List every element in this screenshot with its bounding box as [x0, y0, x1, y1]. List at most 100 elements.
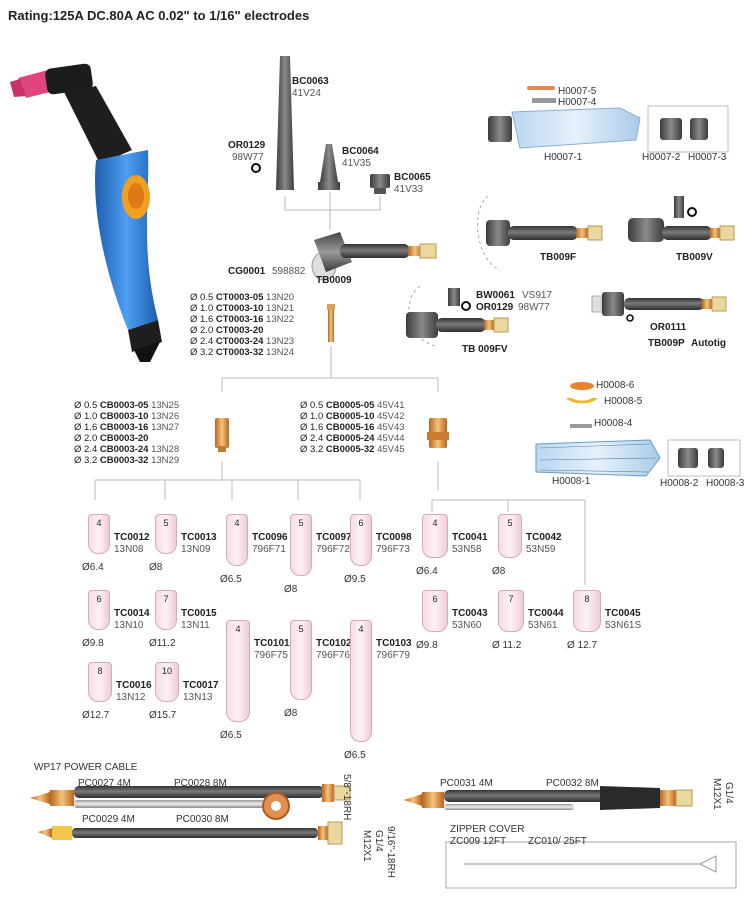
cup-code: TC0013 [181, 532, 217, 543]
cup-size-number: 10 [161, 666, 172, 676]
bc0065-code: BC0065 [394, 172, 431, 183]
tb009p-illustration [591, 292, 727, 322]
cup-code: TC0016 [116, 680, 152, 691]
cup-code: TC0098 [376, 532, 412, 543]
part-code: CB0005-16 [325, 422, 378, 433]
nozzle-cup: 7 [498, 590, 524, 632]
cup-sub: 796F71 [252, 544, 286, 555]
cup-code: TC0096 [252, 532, 288, 543]
cup-code: TC0044 [528, 608, 564, 619]
collet-row: Ø 3.2 CT0003-32 13N24 [190, 347, 294, 358]
collet-body-illustration [215, 418, 229, 452]
zipper-b: ZC010/ 25FT [528, 836, 587, 847]
bc0064-sub: 41V35 [342, 158, 371, 169]
tb009f-illustration [477, 195, 603, 271]
gas-lens-row: Ø 2.4 CB0005-24 45V44 [300, 433, 405, 444]
diameter-text: Ø 0.5 [74, 400, 100, 411]
cup-size-number: 4 [432, 518, 438, 528]
cup-code: TC0101 [254, 638, 290, 649]
part-sub: 45V43 [377, 422, 405, 433]
h0007-4-label: H0007-4 [558, 97, 597, 108]
diameter-text: Ø 2.0 [190, 325, 216, 336]
collet-body-row: Ø 1.6 CB0003-16 13N27 [74, 422, 179, 433]
cup-diameter: Ø 11.2 [492, 640, 522, 651]
cup-size-number: 4 [235, 624, 241, 634]
or0111-label: OR0111 [650, 322, 687, 333]
tb009fv-illustration [406, 285, 509, 347]
h0007-2-label: H0007-2 [642, 152, 681, 163]
cup-sub: 796F75 [254, 650, 288, 661]
cup-diameter: Ø6.5 [220, 574, 242, 585]
part-code: CB0005-05 [325, 400, 378, 411]
collet-row: Ø 2.4 CT0003-24 13N23 [190, 336, 294, 347]
or0129-code: OR0129 [228, 140, 266, 151]
h0007-1-label: H0007-1 [544, 152, 583, 163]
cup-sub: 13N10 [114, 620, 144, 631]
cup-code: TC0043 [452, 608, 488, 619]
nozzle-cup: 10 [155, 662, 179, 702]
nozzle-cup: 8 [88, 662, 112, 702]
nozzle-cup: 7 [155, 590, 177, 630]
cup-diameter: Ø6.5 [344, 750, 366, 761]
diameter-text: Ø 2.4 [300, 433, 326, 444]
gas-lens-row: Ø 0.5 CB0005-05 45V41 [300, 400, 405, 411]
part-sub: 13N27 [151, 422, 180, 433]
bc0063-code: BC0063 [292, 76, 329, 87]
power-cable-1 [30, 784, 351, 820]
part-sub: 13N22 [266, 314, 295, 325]
part-code: CT0003-10 [215, 303, 267, 314]
bc0065-sub: 41V33 [394, 184, 423, 195]
zipper-cover [445, 841, 737, 889]
cup-diameter: Ø6.4 [82, 562, 104, 573]
cup-diameter: Ø12.7 [82, 710, 110, 721]
diameter-text: Ø 1.6 [74, 422, 100, 433]
part-code: CT0003-16 [215, 314, 267, 325]
part-sub: 13N24 [266, 347, 295, 358]
collet-row: Ø 2.0 CT0003-20 [190, 325, 294, 336]
cup-diameter: Ø6.5 [220, 730, 242, 741]
cup-sub: 13N11 [181, 620, 210, 631]
cup-diameter: Ø9.8 [416, 640, 438, 651]
nozzle-cup: 4 [422, 514, 448, 558]
collet-body-row: Ø 3.2 CB0003-32 13N29 [74, 455, 179, 466]
cup-sub: 53N60 [452, 620, 482, 631]
cup-code: TC0042 [526, 532, 562, 543]
cup-size-number: 5 [298, 518, 304, 528]
part-code: CB0003-20 [99, 433, 152, 444]
power-cable-3 [38, 821, 343, 845]
part-code: CT0003-20 [215, 325, 267, 336]
cable1-b: PC0028 8M [174, 778, 227, 789]
collet-body-row: Ø 2.4 CB0003-24 13N28 [74, 444, 179, 455]
tb0009-label: TB0009 [316, 275, 352, 286]
part-sub: 45V42 [377, 411, 405, 422]
cup-code: TC0097 [316, 532, 352, 543]
cup-code: TC0102 [316, 638, 352, 649]
diameter-text: Ø 1.6 [300, 422, 326, 433]
diameter-text: Ø 1.0 [190, 303, 216, 314]
h0008-1-label: H0008-1 [552, 476, 591, 487]
cup-sub: 13N08 [114, 544, 144, 555]
cup-size-number: 6 [432, 594, 438, 604]
diameter-text: Ø 3.2 [300, 444, 326, 455]
or0129b-code: OR0129 [476, 302, 514, 313]
diameter-text: Ø 3.2 [190, 347, 216, 358]
collet-body-row: Ø 2.0 CB0003-20 [74, 433, 179, 444]
cup-sub: 796F76 [316, 650, 350, 661]
cable1-end: 5/8"-18RH [341, 774, 352, 821]
cup-diameter: Ø9.8 [82, 638, 104, 649]
part-sub: 45V41 [377, 400, 405, 411]
part-code: CB0003-05 [99, 400, 152, 411]
cup-diameter: Ø8 [284, 584, 298, 595]
diameter-text: Ø 2.4 [74, 444, 100, 455]
cable3-a: PC0029 4M [82, 814, 135, 825]
cup-size-number: 8 [584, 594, 590, 604]
cup-diameter: Ø9.5 [344, 574, 366, 585]
cup-code: TC0017 [183, 680, 219, 691]
cup-sub: 13N13 [183, 692, 213, 703]
diameter-text: Ø 1.0 [74, 411, 100, 422]
cup-code: TC0015 [181, 608, 217, 619]
cup-diameter: Ø8 [149, 562, 163, 573]
diameter-text: Ø 1.6 [190, 314, 216, 325]
nozzle-cup: 4 [350, 620, 372, 742]
